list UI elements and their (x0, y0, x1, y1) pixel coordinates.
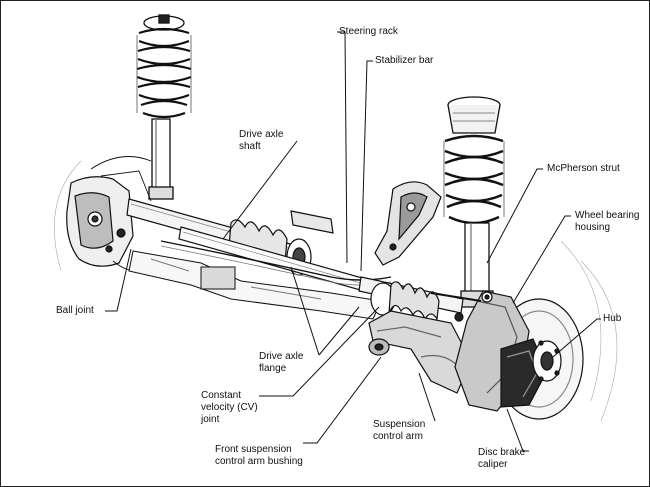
label-drive-axle-flange: Drive axle flange (259, 351, 304, 374)
label-disc-brake-caliper: Disc brake caliper (478, 447, 526, 470)
left-coil-spring (136, 27, 192, 119)
left-strut-assembly (136, 14, 192, 200)
label-ball-joint: Ball joint (56, 305, 94, 316)
leader-disc-brake-caliper (506, 408, 529, 452)
leader-drive-axle-flange-2 (318, 306, 360, 356)
label-cv-joint: Constant velocity (CV) joint (201, 390, 258, 425)
leader-steering-rack (337, 31, 348, 264)
leader-hub (552, 318, 601, 358)
right-strut-assembly (443, 96, 505, 308)
leader-drive-axle-flange-1 (290, 266, 320, 356)
label-hub: Hub (603, 313, 622, 324)
leader-lines (105, 31, 601, 452)
leader-wheel-bearing-housing (512, 215, 571, 304)
label-steering-rack: Steering rack (339, 26, 398, 37)
leader-stabilizer-bar (360, 60, 373, 272)
leader-cv-joint (259, 306, 380, 397)
right-coil-spring (444, 134, 504, 225)
label-suspension-control-arm: Suspension control arm (373, 419, 426, 442)
leader-ball-joint (105, 248, 132, 312)
label-drive-axle-shaft: Drive axle shaft (239, 129, 284, 152)
phantom-tire-lines (54, 160, 618, 422)
label-stabilizer-bar: Stabilizer bar (375, 55, 434, 66)
right-cv-joint (370, 281, 440, 321)
label-wheel-bearing-housing: Wheel bearing housing (575, 210, 640, 233)
right-control-arm (368, 310, 472, 394)
right-wheel-assembly (430, 290, 584, 420)
leader-drive-axle-shaft (222, 140, 298, 240)
label-mcpherson-strut: McPherson strut (547, 163, 620, 174)
leader-mcpherson-strut (486, 168, 543, 264)
subframe (128, 250, 382, 320)
leader-control-arm-bushing (303, 356, 382, 444)
mount-bracket (374, 181, 442, 266)
leader-suspension-control-arm (418, 372, 436, 422)
label-control-arm-bushing: Front suspension control arm bushing (215, 444, 303, 467)
